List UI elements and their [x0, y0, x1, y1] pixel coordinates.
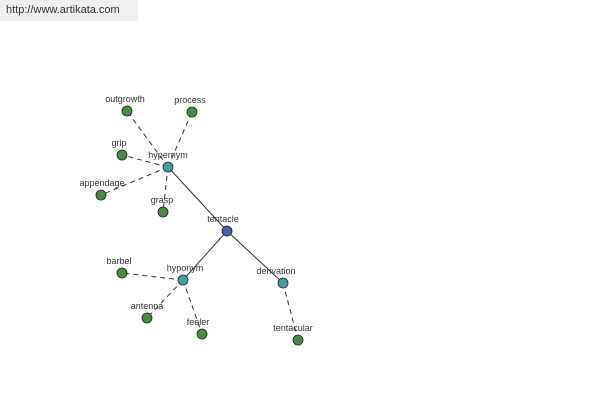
node-label-barbel[interactable]: barbel [106, 256, 131, 266]
node-label-hyponym[interactable]: hyponym [167, 263, 204, 273]
node-label-tentacular[interactable]: tentacular [273, 323, 313, 333]
node-label-grasp[interactable]: grasp [151, 195, 174, 205]
graph-nodes: tentacle hypernym hyponym derivation outgrow… [79, 94, 313, 346]
node-label-outgrowth[interactable]: outgrowth [105, 94, 145, 104]
node-label-grip[interactable]: grip [111, 138, 126, 148]
node-circle-feeler[interactable] [196, 328, 208, 340]
edge-tentacle-hypernym [167, 166, 228, 232]
node-process[interactable]: process [174, 95, 206, 118]
node-circle-process[interactable] [186, 106, 198, 118]
node-circle-grip[interactable] [116, 149, 128, 161]
node-tentacular[interactable]: tentacular [273, 323, 313, 346]
edge-hypernym-appendage [100, 166, 169, 196]
url-text[interactable]: http://www.artikata.com [6, 4, 120, 16]
node-grasp[interactable]: grasp [151, 195, 174, 218]
node-tentacle[interactable]: tentacle [207, 214, 239, 237]
node-label-hypernym[interactable]: hypernym [148, 150, 188, 160]
node-label-feeler[interactable]: feeler [187, 317, 210, 327]
node-label-tentacle[interactable]: tentacle [207, 214, 239, 224]
node-hyponym[interactable]: hyponym [167, 263, 204, 286]
edge-hypernym-outgrowth [126, 110, 169, 168]
node-circle-tentacular[interactable] [292, 334, 304, 346]
edge-derivation-tentacular [282, 282, 299, 341]
node-circle-outgrowth[interactable] [121, 105, 133, 117]
url-banner[interactable]: http://www.artikata.com [0, 0, 138, 21]
edge-tentacle-derivation [226, 230, 284, 284]
edge-hyponym-barbel [121, 272, 184, 281]
node-circle-appendage[interactable] [95, 189, 107, 201]
node-label-appendage[interactable]: appendage [79, 178, 124, 188]
node-label-derivation[interactable]: derivation [256, 266, 295, 276]
node-circle-hyponym[interactable] [177, 274, 189, 286]
edge-hypernym-grip [121, 154, 169, 168]
node-circle-barbel[interactable] [116, 267, 128, 279]
node-hypernym[interactable]: hypernym [148, 150, 188, 173]
edge-hyponym-antenna [146, 279, 184, 319]
node-circle-tentacle[interactable] [221, 225, 233, 237]
graph-edges [100, 110, 299, 341]
edge-hypernym-grasp [162, 166, 169, 213]
node-feeler[interactable]: feeler [187, 317, 210, 340]
node-circle-hypernym[interactable] [162, 161, 174, 173]
node-outgrowth[interactable]: outgrowth [105, 94, 145, 117]
edge-hyponym-feeler [182, 279, 203, 335]
node-grip[interactable]: grip [111, 138, 128, 161]
node-derivation[interactable]: derivation [256, 266, 296, 289]
node-barbel[interactable]: barbel [106, 256, 132, 279]
edge-hypernym-process [167, 111, 193, 168]
node-antenna[interactable]: antenna [131, 301, 164, 324]
node-circle-grasp[interactable] [157, 206, 169, 218]
node-circle-derivation[interactable] [277, 277, 289, 289]
node-label-antenna[interactable]: antenna [131, 301, 164, 311]
node-circle-antenna[interactable] [141, 312, 153, 324]
node-label-process[interactable]: process [174, 95, 206, 105]
edge-tentacle-hyponym [182, 230, 228, 281]
node-appendage[interactable]: appendage [79, 178, 125, 201]
